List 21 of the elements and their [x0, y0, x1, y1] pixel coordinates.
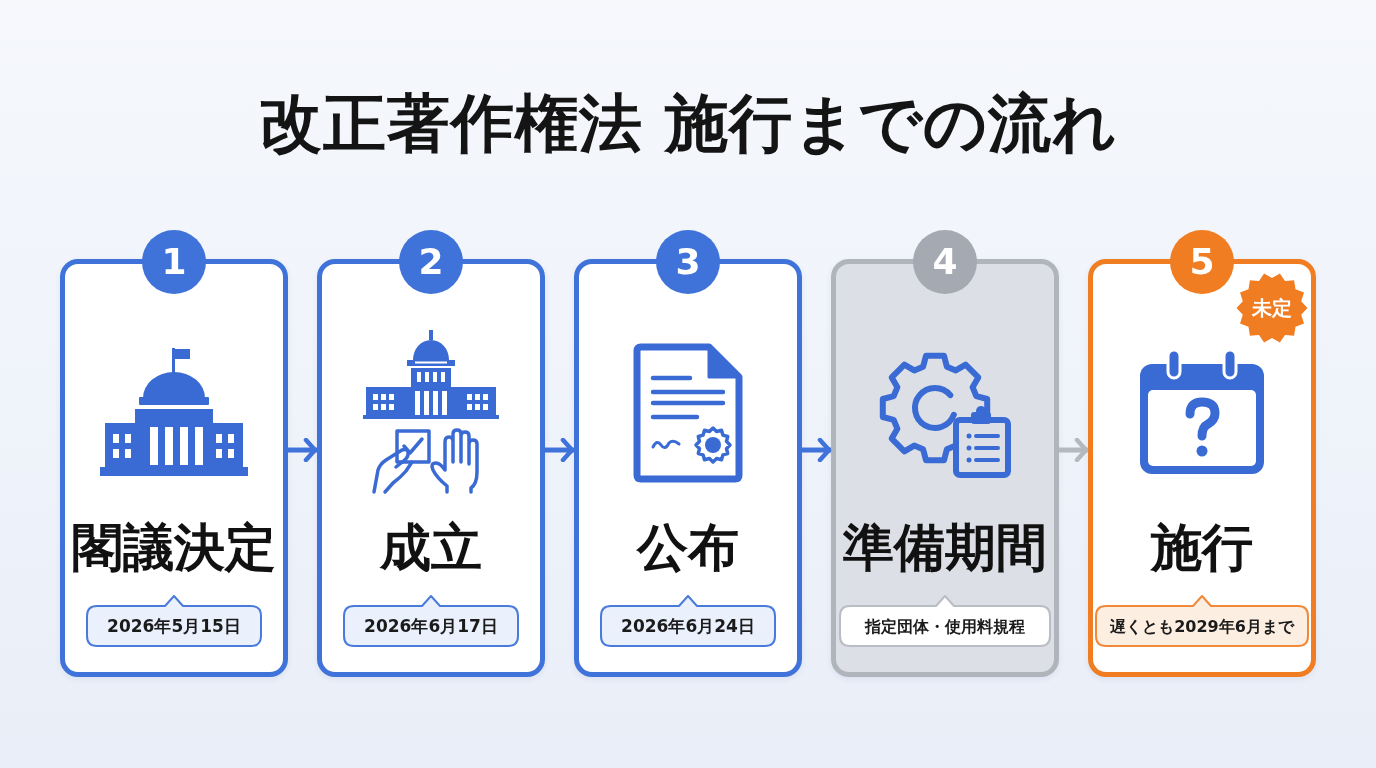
note-callout: 指定団体・使用料規程 [839, 595, 1051, 647]
step-title: 公布 [637, 518, 739, 578]
status-badge: 未定 [1236, 272, 1308, 344]
step-number: 1 [142, 230, 206, 294]
step-title: 閣議決定 [72, 518, 276, 578]
diagram-title: 改正著作権法 施行までの流れ [258, 86, 1118, 162]
note-callout: 遅くとも2029年6月まで [1095, 595, 1309, 647]
step-number: 2 [399, 230, 463, 294]
step-title: 準備期間 [843, 518, 1047, 578]
arrow [1059, 437, 1089, 463]
date-callout: 2026年6月24日 [600, 595, 776, 647]
arrow [288, 437, 318, 463]
arrow [802, 437, 832, 463]
step-number: 4 [913, 230, 977, 294]
arrow [545, 437, 575, 463]
step-title: 成立 [380, 518, 482, 578]
date-callout: 2026年5月15日 [86, 595, 262, 647]
step-number: 5 [1170, 230, 1234, 294]
date-callout: 2026年6月17日 [343, 595, 519, 647]
step-title: 施行 [1151, 518, 1253, 578]
step-number: 3 [656, 230, 720, 294]
